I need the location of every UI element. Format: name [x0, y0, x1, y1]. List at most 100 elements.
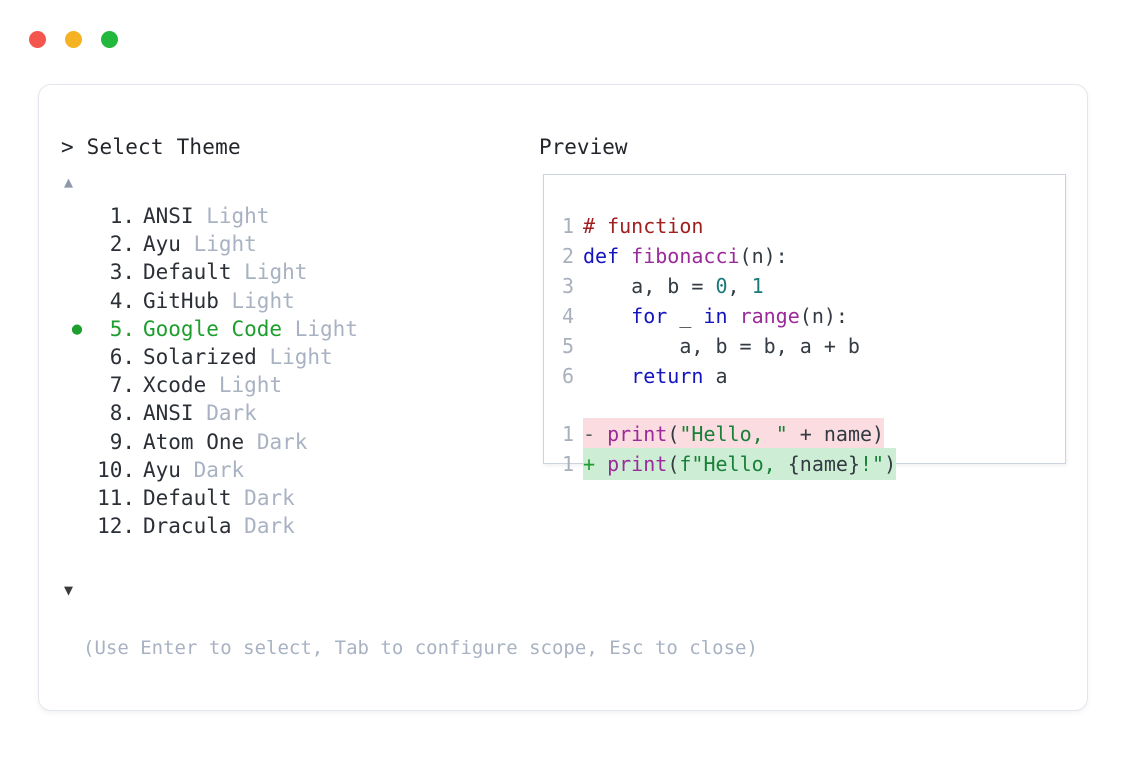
theme-list-item[interactable]: 10. Ayu Dark	[61, 456, 531, 484]
theme-item-label: Ayu Light	[143, 230, 257, 258]
code-token-fn: fibonacci	[631, 244, 740, 268]
code-token-plain	[728, 304, 740, 328]
code-token-punct: {	[787, 452, 800, 476]
code-token-kw: for	[631, 304, 668, 328]
code-token-fn: range	[739, 304, 800, 328]
diff-line-add: 1 + print(f"Hello, {name}!")	[556, 448, 1056, 480]
line-number: 1	[561, 422, 574, 446]
theme-item-label: Atom One Dark	[143, 428, 307, 456]
theme-list-item[interactable]: 9. Atom One Dark	[61, 428, 531, 456]
code-token-kw: in	[703, 304, 728, 328]
diff-lines: 1 - print("Hello, " + name) 1 + print(f"Hel…	[556, 418, 1056, 480]
code-token-fn: print	[607, 452, 668, 476]
theme-item-name: Default	[143, 260, 232, 285]
code-token-plain	[583, 304, 631, 328]
theme-list-item[interactable]: 12.Dracula Dark	[61, 512, 531, 540]
theme-item-name: Default	[143, 485, 232, 510]
code-token-punct: (n):	[739, 244, 788, 268]
code-token-plain: name	[799, 452, 848, 476]
line-number: 6	[561, 364, 574, 388]
theme-item-variant: Dark	[244, 485, 295, 510]
code-token-comment: # function	[583, 214, 704, 238]
close-window-button[interactable]	[29, 31, 46, 48]
scroll-up-icon[interactable]: ▲	[64, 173, 74, 191]
minimize-window-button[interactable]	[65, 31, 82, 48]
theme-list-item[interactable]: 1.ANSI Light	[61, 202, 531, 230]
theme-item-name: GitHub	[143, 288, 219, 313]
line-number: 2	[561, 244, 574, 268]
theme-item-label: Default Light	[143, 258, 307, 286]
theme-item-variant: Dark	[244, 514, 295, 539]
code-token-plain: a, b = b, a + b	[583, 334, 860, 358]
theme-item-label: Ayu Dark	[143, 456, 244, 484]
code-line: 3 a, b = 0, 1	[556, 271, 1056, 301]
theme-item-label: ANSI Dark	[143, 399, 257, 427]
theme-item-name: Xcode	[143, 373, 207, 398]
code-token-plain: _	[667, 304, 704, 328]
line-number: 1	[561, 452, 574, 476]
code-line: 4 for _ in range(n):	[556, 301, 1056, 331]
code-token-plain	[583, 364, 631, 388]
code-token-plain: a, b =	[583, 274, 716, 298]
theme-list-item[interactable]: 11.Default Dark	[61, 484, 531, 512]
theme-list-item[interactable]: 3. Default Light	[61, 258, 531, 286]
theme-item-index: 7.	[109, 373, 135, 398]
code-token-kw: return	[631, 364, 704, 388]
code-token-str: f"Hello,	[679, 452, 788, 476]
theme-item-label: Google Code Light	[143, 315, 358, 343]
code-token-plain: a	[703, 364, 728, 388]
theme-item-index: 9.	[109, 429, 135, 454]
diff-highlight: + print(f"Hello, {name}!")	[583, 448, 897, 480]
code-token-plain: ,	[727, 274, 752, 298]
window-controls	[29, 31, 118, 48]
theme-list-item[interactable]: 4.GitHub Light	[61, 287, 531, 315]
code-token-punct: )	[884, 452, 897, 476]
maximize-window-button[interactable]	[101, 31, 118, 48]
theme-item-variant: Light	[244, 260, 308, 285]
line-number: 4	[561, 304, 574, 328]
theme-item-name: Ayu	[143, 232, 181, 257]
keyboard-hint: (Use Enter to select, Tab to configure s…	[83, 637, 758, 659]
line-number: 3	[561, 274, 574, 298]
line-number: 1	[561, 214, 574, 238]
theme-item-variant: Dark	[256, 429, 308, 454]
theme-list-item[interactable]: 8. ANSI Dark	[61, 399, 531, 427]
theme-item-variant: Light	[193, 232, 257, 257]
theme-item-name: ANSI	[143, 204, 194, 228]
scroll-down-icon[interactable]: ▼	[64, 581, 74, 599]
code-token-str: "Hello, "	[679, 422, 788, 446]
theme-item-variant: Light	[218, 373, 283, 398]
theme-item-index: 10.	[97, 457, 135, 482]
theme-item-variant: Light	[269, 344, 333, 369]
theme-item-name: Solarized	[143, 344, 257, 369]
theme-item-label: ANSI Light	[143, 202, 269, 230]
theme-item-variant: Light	[206, 204, 270, 228]
theme-item-name: Ayu	[143, 457, 181, 482]
theme-list-item[interactable]: 7. Xcode Light	[61, 371, 531, 399]
diff-sign: +	[583, 452, 608, 476]
theme-item-name: ANSI	[143, 401, 194, 426]
code-token-punct: }	[847, 452, 860, 476]
theme-item-label: Solarized Light	[143, 343, 333, 371]
theme-item-index: 8.	[109, 401, 135, 426]
theme-item-variant: Dark	[193, 457, 245, 482]
theme-list-item[interactable]: ●5.Google Code Light	[61, 315, 531, 343]
page-title: > Select Theme	[61, 135, 241, 159]
code-lines: 1 # function 2 def fibonacci(n): 3 a, b = 0,…	[556, 211, 1056, 391]
theme-item-name: Google Code	[143, 316, 283, 341]
code-token-str: !"	[860, 452, 885, 476]
code-line: 2 def fibonacci(n):	[556, 241, 1056, 271]
theme-item-index: 6.	[109, 344, 135, 369]
theme-list-item[interactable]: 2.Ayu Light	[61, 230, 531, 258]
theme-item-index: 3.	[109, 260, 135, 285]
theme-item-label: Xcode Light	[143, 371, 282, 399]
diff-line-del: 1 - print("Hello, " + name)	[556, 418, 1056, 450]
code-token-kw: def	[583, 244, 620, 268]
theme-item-label: Default Dark	[143, 484, 295, 512]
code-line: 5 a, b = b, a + b	[556, 331, 1056, 361]
theme-list-item[interactable]: 6. Solarized Light	[61, 343, 531, 371]
diff-highlight: - print("Hello, " + name)	[583, 418, 885, 450]
theme-item-variant: Dark	[206, 401, 257, 426]
code-token-num: 0	[715, 274, 728, 298]
